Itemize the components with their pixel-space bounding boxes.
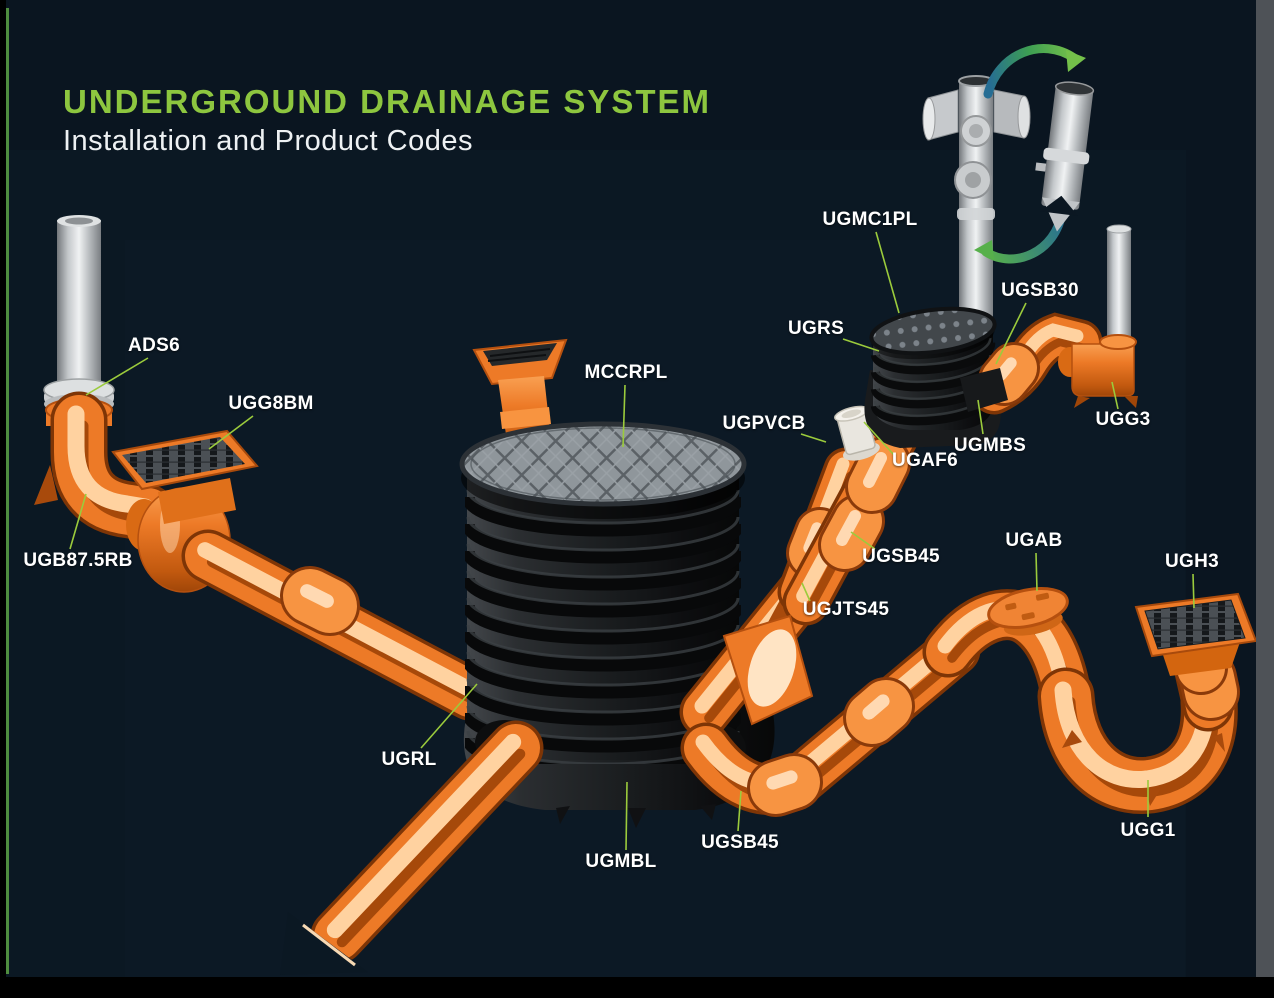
leader-line-ugg3	[1111, 381, 1119, 410]
leader-line-ugsb30	[995, 302, 1027, 365]
leader-line-ugh3	[1192, 573, 1195, 609]
ugg3-grey-downpipe	[1106, 224, 1132, 338]
bottom-black-bar	[0, 977, 1274, 998]
leader-line-ugmbs	[977, 399, 984, 435]
pipe-collar	[843, 677, 915, 747]
grey-cut-pipe	[1035, 81, 1095, 232]
leader-line-ugmbl	[625, 781, 628, 851]
leader-line-ugmc1pl	[875, 231, 900, 314]
trap-fin	[1213, 733, 1225, 752]
leader-line-ugsb45-upper	[850, 531, 876, 550]
page-title: UNDERGROUND DRAINAGE SYSTEM	[63, 83, 712, 120]
ugh3-hopper-grating	[1134, 592, 1258, 676]
leader-line-ugg8bm	[208, 415, 254, 450]
header: UNDERGROUND DRAINAGE SYSTEM Installation…	[63, 83, 712, 158]
ugg3-gully	[1058, 334, 1138, 408]
pipe-collar	[747, 753, 823, 817]
leader-line-ugpvcb	[800, 433, 827, 443]
ugaf6-adaptor	[834, 405, 880, 461]
leader-line-ugrs	[842, 338, 880, 352]
leader-line-ugb87-5rb	[69, 493, 87, 550]
leader-line-ugjts45	[801, 582, 811, 602]
main-chamber	[459, 421, 775, 828]
right-edge-grey-strip	[1256, 0, 1274, 977]
pipe-cut-edge	[302, 923, 356, 967]
leader-lines-layer	[69, 231, 1195, 851]
ugmbs-boot	[960, 368, 1008, 412]
leader-line-ugab	[1035, 552, 1038, 592]
chamber-cover-mccrpl	[459, 421, 747, 507]
pipe-collar	[280, 566, 360, 636]
ugab-access-cap	[987, 587, 1069, 636]
leader-line-ugaf6	[863, 421, 895, 456]
pipe-collar	[978, 342, 1040, 406]
open-channel-piece	[722, 614, 814, 726]
left-edge-green-line	[6, 8, 9, 974]
left-downpipe-assembly	[34, 215, 177, 542]
bend-fin	[34, 465, 58, 505]
ugb87-bend-pipe	[50, 391, 177, 542]
leader-line-ugrl	[420, 683, 478, 749]
leader-line-ads6	[85, 357, 149, 396]
ugsb45-upper-collar	[818, 494, 885, 572]
outlet-pipe-down-left	[310, 720, 544, 964]
left-edge-black-strip	[0, 0, 6, 998]
leader-line-mccrpl	[622, 384, 626, 448]
trap-fin	[1146, 789, 1160, 806]
mini-chamber-cover-ugmc1pl	[869, 306, 997, 356]
leader-line-ugsb45-lower	[737, 790, 742, 832]
pipe-collar	[845, 436, 911, 514]
trap-fin	[1062, 730, 1082, 748]
page-subtitle: Installation and Product Codes	[63, 125, 473, 158]
